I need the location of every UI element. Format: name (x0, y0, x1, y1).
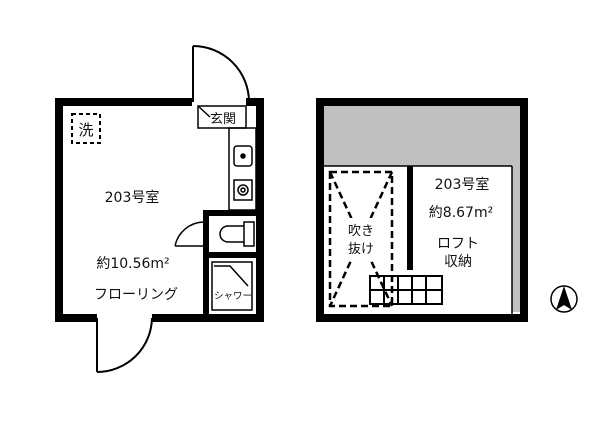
genkan-area: 玄関 (197, 105, 247, 129)
entrance-label: 玄関 (210, 112, 236, 127)
washer-label: 洗 (78, 121, 93, 139)
loft-gray-area (324, 106, 520, 312)
stove-icon (233, 179, 253, 201)
balcony-door-swing-icon (96, 317, 153, 373)
kitchen-counter (228, 127, 257, 211)
loft-label: ロフト (437, 236, 479, 252)
shower-label: シャワー (214, 291, 252, 302)
loft-partition-wall (407, 166, 413, 270)
room-area-loft: 約8.67m² (429, 205, 493, 221)
loft-edge-lines (324, 165, 513, 314)
void-label-bg (346, 218, 378, 260)
storage-label: 収納 (444, 254, 472, 270)
void-label-line-2: 抜け (348, 241, 374, 257)
entrance-door-swing-icon (192, 45, 250, 103)
ladder-icon (369, 275, 443, 305)
floor-type-label: フローリング (94, 287, 178, 303)
floor-plan-loft: 吹き 抜け 203号室 約8.67m² ロフト 収納 (316, 98, 528, 322)
room-number-loft: 203号室 (435, 176, 490, 193)
floor-plan-1f: 洗 玄関 (55, 45, 264, 373)
room-number-1f: 203号室 (105, 189, 160, 206)
outer-walls-loft (316, 98, 528, 322)
washer-space (71, 113, 101, 144)
sink-icon (233, 145, 253, 167)
void-label-line-1: 吹き (348, 224, 374, 239)
void-area (328, 170, 394, 308)
toilet-icon (219, 221, 255, 247)
bath-block-walls (203, 210, 264, 316)
shower-icon (211, 261, 253, 311)
toilet-door-swing-icon (174, 221, 204, 247)
compass-north-icon (550, 285, 578, 313)
room-area-1f: 約10.56m² (96, 256, 169, 272)
